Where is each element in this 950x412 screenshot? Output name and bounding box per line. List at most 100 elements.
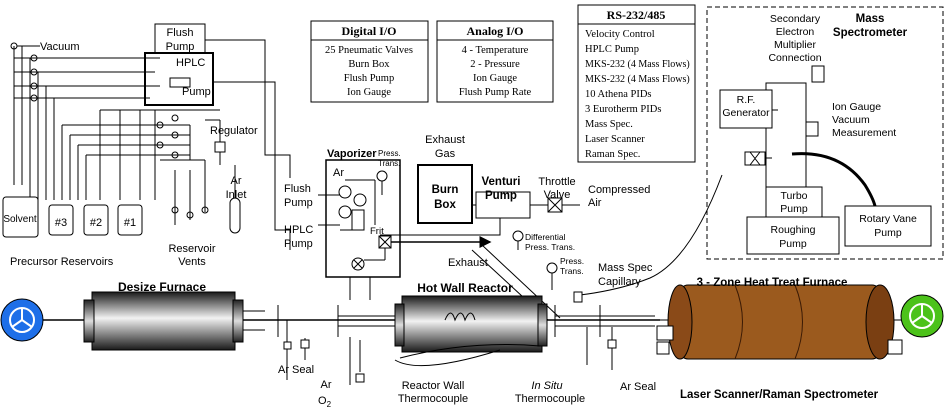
reservoir-vents-label: Reservoir [168, 243, 215, 255]
rotary-label: Rotary Vane [859, 213, 917, 225]
digital-io-line: Burn Box [348, 59, 390, 70]
o2-label: O2 [318, 395, 332, 409]
digital-io-title: Digital I/O [341, 24, 396, 38]
ar-seal-right-label: Ar Seal [620, 381, 656, 393]
rotary-vane-box [844, 205, 932, 247]
solvent-label: Solvent [3, 214, 37, 225]
venturi-label: Venturi [482, 176, 521, 188]
exhaust-gas-label: Gas [435, 148, 456, 160]
compressed-air-label: Compressed [588, 184, 650, 196]
hot-wall-reactor: Hot Wall Reactor [394, 281, 548, 367]
rs232-line: Mass Spec. [585, 119, 633, 130]
rs232-line: 10 Athena PIDs [585, 89, 652, 100]
analog-io-title: Analog I/O [466, 24, 523, 38]
secondary-label: Connection [768, 52, 821, 64]
ar-label: Ar [321, 379, 332, 391]
press-trans-label: Press. [378, 149, 401, 158]
regulator-label: Regulator [210, 125, 258, 137]
rs232-line: MKS-232 (4 Mass Flows) [585, 59, 690, 70]
reservoir-vents-label: Vents [178, 256, 206, 268]
laser-label: Laser Scanner/Raman Spectrometer [680, 389, 879, 401]
ar-inlet-label: Inlet [226, 189, 247, 201]
roughing-label: Pump [779, 238, 807, 250]
rs232-title: RS-232/485 [607, 8, 666, 22]
reactor-wall-label: Thermocouple [398, 393, 468, 405]
diff-press-label: Press. Trans. [525, 242, 575, 252]
rf-label: R.F. [737, 94, 756, 106]
ion-gauge-label: Vacuum [832, 114, 870, 126]
precursor-label: Precursor Reservoirs [10, 256, 114, 268]
flush-pump-label: Pump [166, 41, 195, 53]
turbo-label: Pump [780, 203, 808, 215]
reservoir-3-label: #3 [55, 217, 67, 229]
roughing-label: Roughing [771, 224, 816, 236]
capillary-label: Capillary [598, 276, 641, 288]
desize-label: Desize Furnace [118, 280, 206, 294]
press-trans-2-label: Press. [560, 256, 584, 266]
rs232-line: Laser Scanner [585, 134, 645, 145]
diff-press-label: Differential [525, 232, 566, 242]
mass-spec-title: Mass [856, 13, 885, 25]
insitu-label: Thermocouple [515, 393, 585, 405]
precursor-reservoirs: Solvent #3 #2 #1 [2, 165, 241, 238]
venturi-label: Pump [485, 190, 517, 202]
secondary-label: Multiplier [774, 39, 817, 51]
vaporizer [318, 159, 492, 300]
analog-io-line: 2 - Pressure [470, 59, 520, 70]
capillary-label: Mass Spec [598, 262, 653, 274]
turbo-pump-box [765, 186, 823, 218]
vacuum-label: Vacuum [40, 41, 80, 53]
hplc-label: HPLC [176, 57, 205, 69]
digital-io-box: Digital I/O 25 Pneumatic Valves Burn Box… [310, 20, 429, 103]
venturi-pump [380, 191, 580, 236]
heat-treat-label: 3 - Zone Heat Treat Furnace [697, 277, 848, 289]
rs232-line: HPLC Pump [585, 44, 639, 55]
analog-io-line: Flush Pump Rate [459, 87, 532, 98]
ar-seal-left-label: Ar Seal [278, 364, 314, 376]
secondary-label: Secondary [770, 13, 821, 25]
right-spool [900, 294, 944, 338]
ion-gauge-label: Ion Gauge [832, 101, 881, 113]
insitu-label: In Situ [531, 380, 562, 392]
reactor-wall-label: Reactor Wall [402, 380, 465, 392]
throttle-label: Valve [544, 189, 571, 201]
rs232-line: Velocity Control [585, 29, 655, 40]
burn-box-label: Burn [432, 184, 459, 196]
exhaust-gas-label: Exhaust [425, 134, 465, 146]
throttle-label: Throttle [538, 176, 575, 188]
pump-label: Pump [182, 86, 211, 98]
mass-spectrometer: Mass Spectrometer Secondary Electron Mul… [706, 6, 944, 260]
mass-spec-title: Spectrometer [833, 27, 908, 39]
digital-io-line: Flush Pump [344, 73, 394, 84]
frit-label: Frit [370, 226, 384, 237]
analog-io-box: Analog I/O 4 - Temperature 2 - Pressure … [436, 20, 554, 103]
press-trans-2-label: Trans. [560, 266, 584, 276]
analog-io-line: Ion Gauge [473, 73, 517, 84]
rs232-line: Raman Spec. [585, 149, 640, 160]
hot-wall-label: Hot Wall Reactor [417, 281, 513, 295]
digital-io-line: 25 Pneumatic Valves [325, 45, 413, 56]
compressed-air-label: Air [588, 197, 602, 209]
reservoir-tubing: Vacuum [10, 41, 226, 225]
heat-treat-furnace: 3 - Zone Heat Treat Furnace [656, 277, 903, 360]
ion-gauge-label: Measurement [832, 127, 896, 139]
hplc-pump: HPLC Pump [144, 52, 291, 250]
secondary-label: Electron [776, 26, 815, 38]
desize-furnace: Desize Furnace [83, 280, 244, 351]
process-tubes [243, 305, 655, 385]
press-trans-label: Trans. [378, 159, 400, 168]
flush-pump-label: Pump [284, 197, 313, 209]
burn-box-label: Box [434, 199, 456, 211]
vaporizer-label: Vaporizer [327, 148, 377, 160]
reservoir-1-label: #1 [124, 217, 136, 229]
hplc-pump-label: HPLC [284, 224, 313, 236]
rs232-line: 3 Eurotherm PIDs [585, 104, 661, 115]
turbo-label: Turbo [780, 190, 807, 202]
rs232-line: MKS-232 (4 Mass Flows) [585, 74, 690, 85]
rotary-label: Pump [874, 227, 902, 239]
reservoir-2-label: #2 [90, 217, 102, 229]
left-spool [0, 298, 44, 342]
rf-label: Generator [722, 107, 770, 119]
flush-pump-label: Flush [284, 183, 311, 195]
